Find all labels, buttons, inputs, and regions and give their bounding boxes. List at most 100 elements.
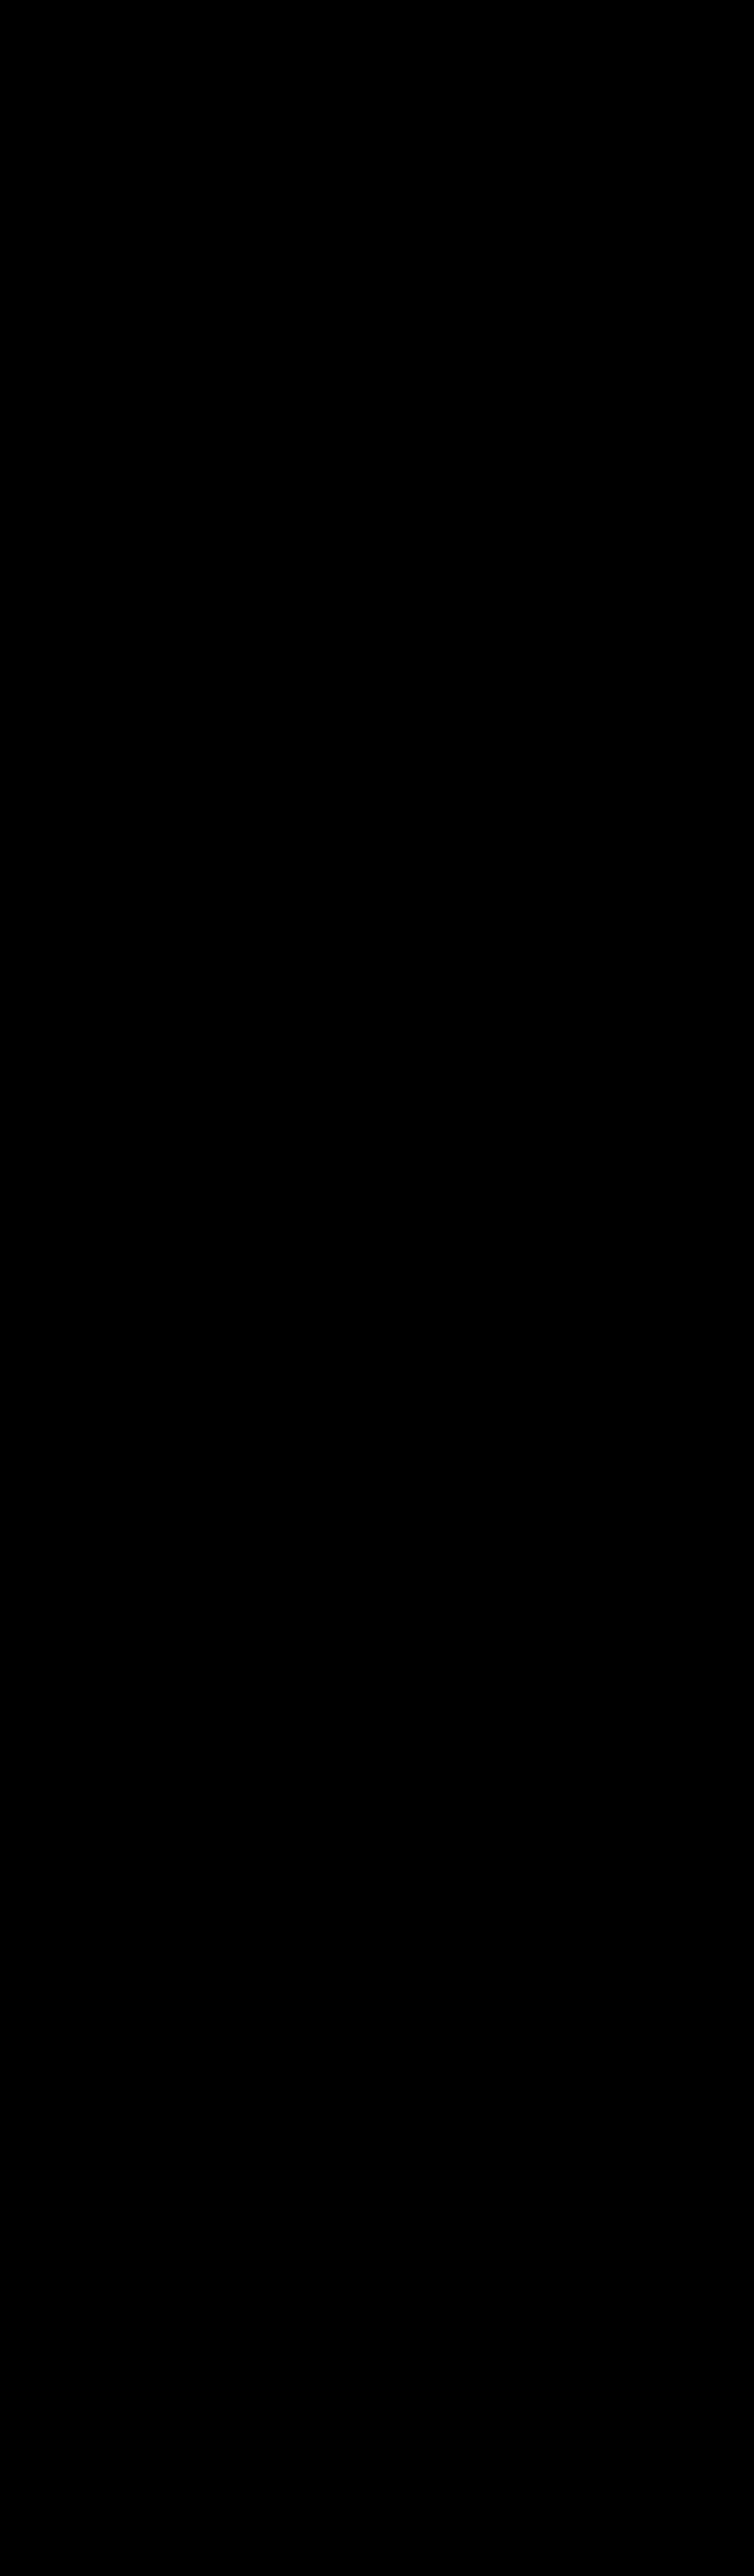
part-c-answer: Task F, C, L and J have a float time of … xyxy=(63,1804,411,1820)
edge-c xyxy=(84,2373,155,2471)
node-latest-time: 26 xyxy=(536,1791,551,1807)
part-b-behaviour-1: ✓ shows systematic working xyxy=(63,1361,248,1377)
node-end xyxy=(669,2337,707,2374)
node-0 xyxy=(75,1171,113,1209)
intro-line-1: A landscape architect has produced the f… xyxy=(0,32,577,48)
node-11 xyxy=(337,1035,375,1073)
node-3 xyxy=(162,234,205,278)
table-cell-task: H xyxy=(167,658,177,674)
table-cell-task: B xyxy=(167,549,177,565)
part-a-solution-heading: Solution xyxy=(348,789,406,805)
node-8 xyxy=(537,341,580,385)
table-cell-task: G xyxy=(166,640,178,656)
edge-e8 xyxy=(177,1550,223,1665)
part-d-behaviour-2: ✓ gives correct explanation why D can be… xyxy=(63,2020,458,2036)
edge-label-b9: B9 xyxy=(155,1662,171,1677)
node-earliest-time: 7 xyxy=(164,1797,171,1813)
node-6 xyxy=(324,341,367,385)
intro-line-3: their expected completion time in hours. xyxy=(0,68,257,85)
edge-g4 xyxy=(252,1688,339,1779)
edge-label-a5: A5 xyxy=(42,189,60,205)
table-cell-time: 6 xyxy=(385,676,394,692)
node-31 xyxy=(668,1148,706,1186)
part-b-text-1: Determine the critical path and the mini… xyxy=(57,914,607,930)
node-earliest-time: 23 xyxy=(536,1521,551,1537)
table-cell-time: 7 xyxy=(385,567,394,583)
node-4 xyxy=(94,341,138,385)
edge-m xyxy=(573,271,713,351)
edge-label-b9: B9 xyxy=(155,1173,171,1188)
edge-label-k9: K9 xyxy=(458,1293,474,1308)
edge-label-d: D xyxy=(260,2241,270,2257)
part-e-solution-heading: Solution xyxy=(348,2196,406,2212)
edge-label-a5: A5 xyxy=(107,1115,123,1130)
edge-label-e8: E8 xyxy=(155,182,173,199)
table-cell-pred: B, E, F xyxy=(593,640,638,656)
part-b-label: (b) xyxy=(0,914,18,930)
edge-label-f: F xyxy=(192,2431,201,2447)
edge-c7 xyxy=(102,1201,155,1311)
part-c-behaviour-1: ✓ Identifies two correct tasks xyxy=(63,1843,251,1859)
edge-a xyxy=(84,2270,155,2350)
part-a-text: Complete the immediate predecessors colu… xyxy=(57,451,476,467)
edge-f4 xyxy=(177,1201,223,1311)
part-d-answer: float time for H is 7 hours, hence, D ca… xyxy=(63,1965,465,1982)
edge-label-l: L xyxy=(636,2295,644,2311)
table-cell-time: 9 xyxy=(385,694,394,710)
node-latest-time: 28 xyxy=(536,1537,551,1552)
edge-g4 xyxy=(252,1198,339,1290)
part-c-behaviour-2: ✓ Identifies all correct tasks xyxy=(63,1861,243,1877)
edge-label-e: E xyxy=(209,2298,219,2314)
table-cell-task: L xyxy=(168,712,176,728)
edge-label-d6: D6 xyxy=(260,1037,277,1052)
part-e-marks: (2 marks) xyxy=(689,2104,750,2120)
table-cell-pred: - xyxy=(613,567,618,583)
table-cell-task: C xyxy=(167,567,177,583)
node-start xyxy=(58,2343,95,2380)
edge-label-e8: E8 xyxy=(200,1092,217,1107)
edge-label-d6: D6 xyxy=(220,127,239,144)
edge-c7 xyxy=(102,1691,155,1800)
edge-label-c7: C7 xyxy=(42,315,61,331)
part-d-label: (c) xyxy=(0,1885,17,1901)
table-header-time: Time (hours) xyxy=(348,487,430,504)
part-e-text-1: Due to the release of a new piece of tec… xyxy=(57,2067,594,2084)
edge-label-b: B xyxy=(155,2343,165,2360)
node-26 xyxy=(525,1284,562,1322)
part-a-marks: (3 marks) xyxy=(689,451,750,467)
edge-k9 xyxy=(368,1550,529,1779)
edge-a5 xyxy=(102,1549,155,1668)
node-7 xyxy=(537,126,580,170)
edge-label-k: K xyxy=(388,2416,397,2432)
table-cell-pred: C xyxy=(610,622,621,638)
table-cell-time: 6 xyxy=(385,712,394,728)
part-b-solution-heading: Solution xyxy=(348,982,406,998)
table-cell-task: F xyxy=(167,622,177,638)
node-after-h-j xyxy=(522,2241,559,2279)
part-c-solution-heading: Solution xyxy=(348,1467,406,1483)
edge-f xyxy=(129,271,173,351)
node-5 xyxy=(324,126,367,170)
edge-k xyxy=(359,162,541,354)
table-cell-time: 4 xyxy=(385,622,394,638)
edge-label-j6: J6 xyxy=(534,1636,548,1651)
node-after-c xyxy=(149,2465,186,2502)
node-after-d xyxy=(330,2241,367,2279)
edge-m5 xyxy=(561,1177,671,1290)
node-label: 5 xyxy=(164,1045,171,1061)
edge-label-h7: H7 xyxy=(441,127,459,144)
table-cell-pred: A xyxy=(610,603,621,620)
part-c-label: (c) xyxy=(0,1425,17,1441)
part-a-behaviour-1: ✓ states correct predecessors for 10 tas… xyxy=(0,857,273,873)
edge-f xyxy=(177,2376,220,2471)
edge-g xyxy=(200,262,327,351)
edge-label-g4: G4 xyxy=(305,1222,322,1238)
edge-label-k9: K9 xyxy=(458,1782,474,1797)
node-7 xyxy=(149,1305,186,1343)
edge-label-b9: B9 xyxy=(94,237,111,253)
table-cell-pred: - xyxy=(613,549,618,565)
node-after-d-k xyxy=(522,2465,559,2502)
edge-label-e8: E8 xyxy=(200,1581,217,1596)
table-cell-pred: D, K xyxy=(601,730,630,747)
